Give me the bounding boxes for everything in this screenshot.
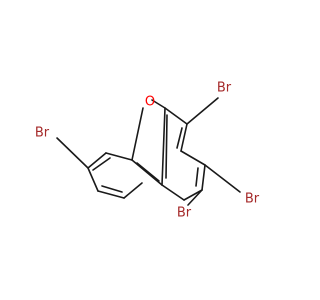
bond-c4a-o	[151, 99, 166, 109]
bond-c4-c3	[180, 123, 188, 152]
bond-c9a-c4a	[161, 107, 166, 186]
bromine-atom-label-c1: Br	[177, 206, 192, 221]
double-bond-c8-c9	[101, 185, 123, 193]
double-bond-c4a-c9a	[165, 114, 168, 179]
bond-c6-c7	[87, 152, 107, 169]
bond-c2-c1	[201, 164, 206, 191]
bond-c9b-c9a	[161, 184, 185, 201]
bond-c4-br	[186, 97, 219, 125]
bond-c2-br	[204, 164, 241, 193]
bond-c4a-c4	[164, 107, 188, 125]
bond-group	[56, 97, 241, 206]
double-bond-c2-c1	[195, 167, 199, 187]
oxygen-atom-label: O	[145, 95, 155, 110]
bond-c7-c8	[87, 167, 99, 192]
bromine-atom-label-c4: Br	[217, 81, 232, 96]
bond-o-c5a	[131, 107, 144, 161]
molecule-structure: O Br Br Br Br	[35, 81, 260, 221]
bromine-atom-label-c7: Br	[35, 126, 50, 141]
bond-c1-c9b	[183, 189, 203, 201]
bond-c5a-c6	[105, 152, 133, 161]
molecule-canvas: O Br Br Br Br	[34, 80, 260, 221]
bond-c9-c9a	[123, 182, 143, 199]
bond-c8-c9	[97, 190, 125, 199]
bond-c5a-c9a	[131, 159, 163, 186]
double-bond-c4-c3	[176, 127, 183, 149]
double-bond-c6-c7	[92, 157, 111, 171]
atom-label-group: O Br Br Br Br	[35, 81, 260, 221]
bond-c7-br	[56, 137, 89, 169]
bond-c1-br	[187, 189, 203, 206]
double-bond-c5a-c9a	[136, 162, 160, 182]
bromine-atom-label-c2: Br	[245, 192, 260, 207]
bond-c3-c2	[180, 150, 206, 166]
